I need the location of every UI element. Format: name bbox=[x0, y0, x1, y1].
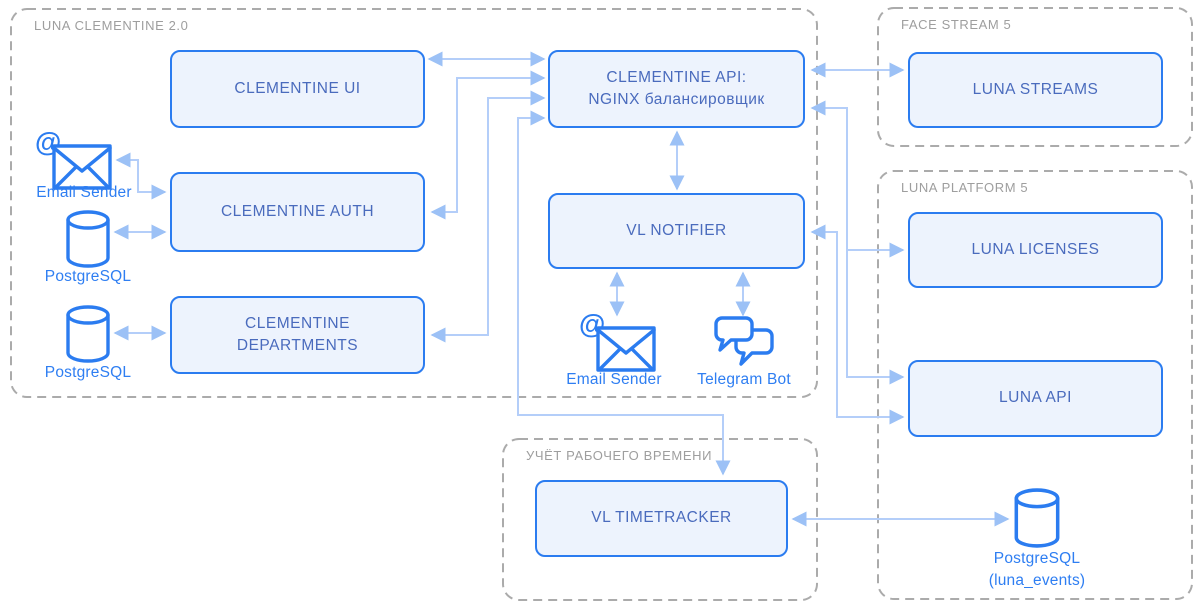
node-luna-api[interactable]: LUNA API bbox=[908, 360, 1163, 437]
postgresql-1-label: PostgreSQL bbox=[44, 268, 132, 285]
chat-bubbles-icon[interactable] bbox=[714, 316, 776, 368]
node-luna-streams[interactable]: LUNA STREAMS bbox=[908, 52, 1163, 128]
node-clementine-departments[interactable]: CLEMENTINE DEPARTMENTS bbox=[170, 296, 425, 374]
node-vl-timetracker[interactable]: VL TIMETRACKER bbox=[535, 480, 788, 557]
node-clementine-departments-label: CLEMENTINE DEPARTMENTS bbox=[236, 314, 359, 354]
email-sender-2-label: Email Sender bbox=[566, 371, 662, 388]
node-luna-licenses[interactable]: LUNA LICENSES bbox=[908, 212, 1163, 288]
email-icon[interactable]: @ bbox=[34, 124, 114, 194]
database-icon[interactable] bbox=[1014, 488, 1060, 548]
postgresql-2-label: PostgreSQL bbox=[44, 364, 132, 381]
container-timetracking-label: УЧЁТ РАБОЧЕГО ВРЕМЕНИ bbox=[526, 448, 713, 463]
node-luna-licenses-label: LUNA LICENSES bbox=[971, 240, 1100, 258]
node-clementine-auth[interactable]: CLEMENTINE AUTH bbox=[170, 172, 425, 252]
node-clementine-api-label-line1: CLEMENTINE API: bbox=[606, 68, 747, 86]
telegram-bot-label: Telegram Bot bbox=[697, 371, 791, 388]
node-clementine-ui-label: CLEMENTINE UI bbox=[234, 79, 361, 97]
email-icon[interactable]: @ bbox=[578, 306, 658, 376]
node-clementine-auth-label: CLEMENTINE AUTH bbox=[220, 202, 375, 220]
database-icon[interactable] bbox=[66, 210, 110, 268]
database-icon[interactable] bbox=[66, 305, 110, 363]
postgresql-luna-events-label-line2: (luna_events) bbox=[988, 571, 1086, 589]
node-clementine-api-label-line2: NGINX балансировщик bbox=[588, 91, 765, 108]
container-luna-clementine-label: LUNA CLEMENTINE 2.0 bbox=[34, 18, 189, 33]
container-luna-platform-label: LUNA PLATFORM 5 bbox=[901, 180, 1029, 195]
node-vl-timetracker-label: VL TIMETRACKER bbox=[591, 509, 732, 527]
email-sender-1-label: Email Sender bbox=[36, 184, 132, 201]
node-clementine-ui[interactable]: CLEMENTINE UI bbox=[170, 50, 425, 128]
container-face-stream-label: FACE STREAM 5 bbox=[901, 17, 1012, 32]
postgresql-luna-events-label: PostgreSQL (luna_events) bbox=[957, 548, 1117, 591]
postgresql-luna-events-label-line1: PostgreSQL bbox=[993, 550, 1081, 567]
node-clementine-api[interactable]: CLEMENTINE API: NGINX балансировщик bbox=[548, 50, 805, 128]
node-luna-streams-label: LUNA STREAMS bbox=[972, 80, 1099, 98]
node-vl-notifier[interactable]: VL NOTIFIER bbox=[548, 193, 805, 269]
node-luna-api-label: LUNA API bbox=[999, 389, 1072, 407]
node-vl-notifier-label: VL NOTIFIER bbox=[626, 221, 727, 239]
